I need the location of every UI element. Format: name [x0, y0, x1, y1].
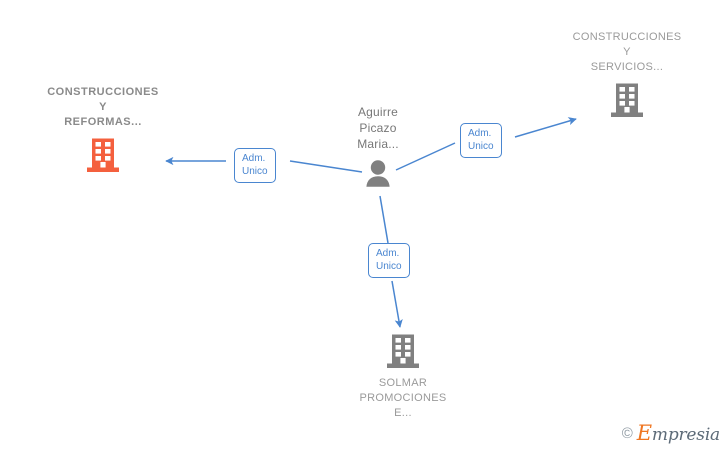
brand-name: Empresia	[637, 423, 720, 444]
empresia-watermark: © Empresia	[622, 423, 720, 444]
person-icon-wrap	[318, 156, 438, 190]
brand-initial: E	[636, 421, 652, 445]
node-label-company-left: CONSTRUCCIONES Y REFORMAS...	[47, 86, 159, 128]
edge-label-to-left[interactable]: Adm. Unico	[234, 148, 276, 183]
node-person-center[interactable]: Aguirre Picazo Maria...	[318, 104, 438, 190]
building-icon[interactable]	[386, 333, 420, 369]
node-company-left[interactable]: CONSTRUCCIONES Y REFORMAS...	[23, 85, 183, 173]
building-icon-wrap-top-right	[547, 82, 707, 118]
person-icon[interactable]	[362, 158, 394, 190]
copyright-icon: ©	[621, 425, 633, 442]
building-icon-wrap-bottom	[333, 333, 473, 369]
edge-to-bottom	[379, 195, 403, 328]
building-icon-wrap-left	[23, 137, 183, 173]
edge-to-top-right	[395, 117, 577, 171]
node-label-company-bottom: SOLMAR PROMOCIONES E...	[359, 377, 447, 419]
node-label-person-center: Aguirre Picazo Maria...	[357, 105, 399, 151]
building-icon[interactable]	[610, 82, 644, 118]
edge-label-to-top-right[interactable]: Adm. Unico	[460, 123, 502, 158]
edge-to-left	[165, 156, 363, 173]
node-company-bottom[interactable]: SOLMAR PROMOCIONES E...	[333, 333, 473, 421]
brand-rest: mpresia	[651, 425, 720, 445]
node-label-company-top-right: CONSTRUCCIONES Y SERVICIOS...	[572, 31, 682, 73]
node-company-top-right[interactable]: CONSTRUCCIONES Y SERVICIOS...	[547, 30, 707, 118]
building-icon[interactable]	[86, 137, 120, 173]
edge-label-to-bottom[interactable]: Adm. Unico	[368, 243, 410, 278]
